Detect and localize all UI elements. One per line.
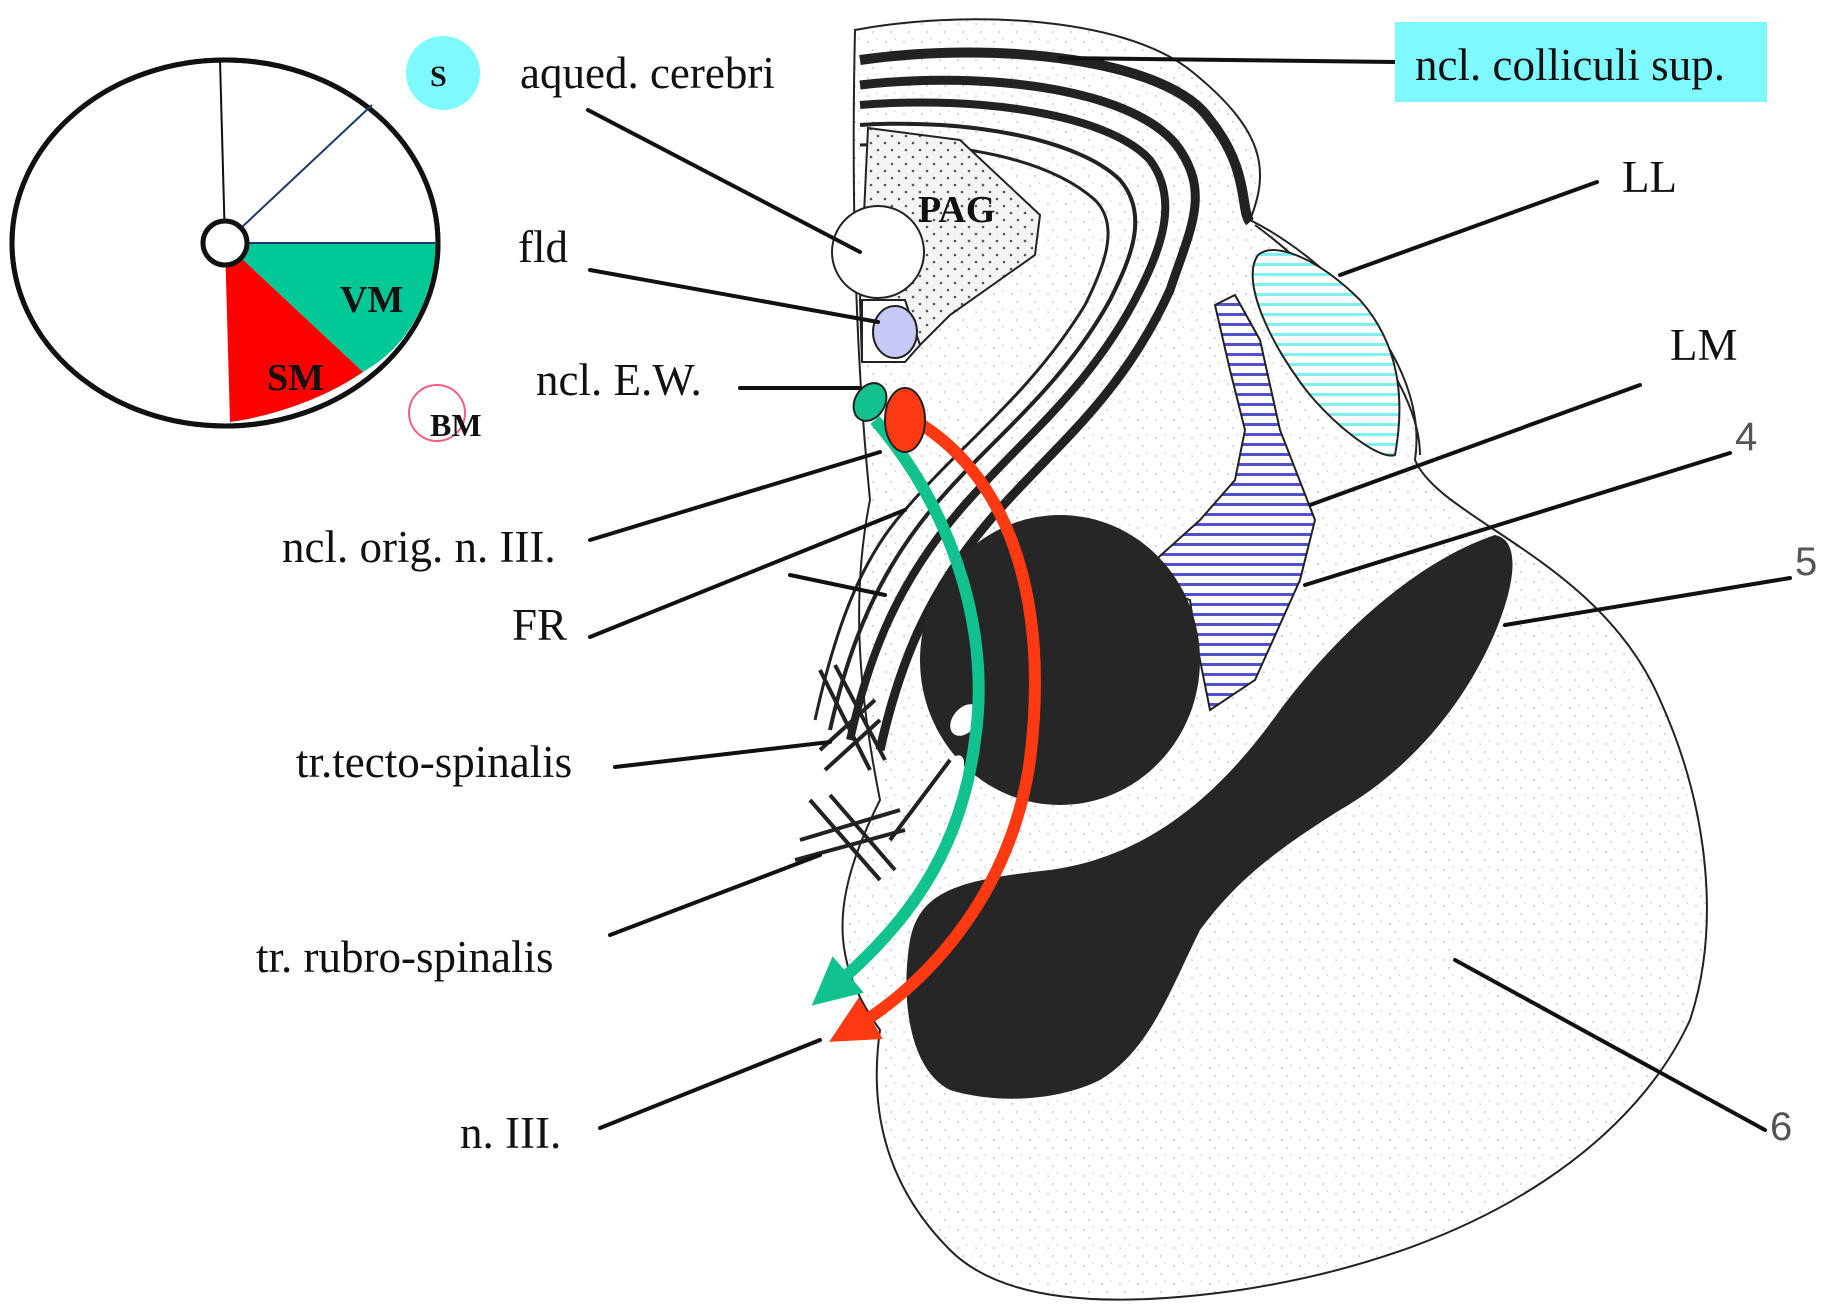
s-badge: S [406,36,480,110]
label-fld: fld [518,222,568,272]
label-ncl-colliculi-sup: ncl. colliculi sup. [1415,40,1725,90]
inset-label-sm: SM [267,357,324,399]
pag-label: PAG [918,189,995,231]
nucleus-ruber [920,515,1200,805]
label-4: 4 [1735,415,1757,459]
nucleus-origo-red [885,388,925,452]
bm-marker: BM [409,385,482,443]
label-lm: LM [1670,320,1738,370]
bm-label: BM [430,407,482,443]
label-6: 6 [1770,1105,1792,1149]
label-5: 5 [1795,540,1817,584]
label-ll: LL [1622,152,1677,202]
nucleus-inset-diagram: VM SM [12,60,438,426]
label-tr-tecto-spinalis: tr.tecto-spinalis [296,737,572,787]
label-fr: FR [512,600,567,650]
inset-center-node [203,221,247,265]
label-aqued-cerebri: aqued. cerebri [520,48,775,98]
label-ncl-ew: ncl. E.W. [536,355,702,405]
label-n3: n. III. [460,1108,561,1158]
cerebral-aqueduct [832,206,924,298]
inset-label-vm: VM [340,279,403,321]
s-badge-label: S [430,60,447,93]
label-tr-rubro-spinalis: tr. rubro-spinalis [256,932,553,982]
label-ncl-orig-n3: ncl. orig. n. III. [282,522,556,572]
